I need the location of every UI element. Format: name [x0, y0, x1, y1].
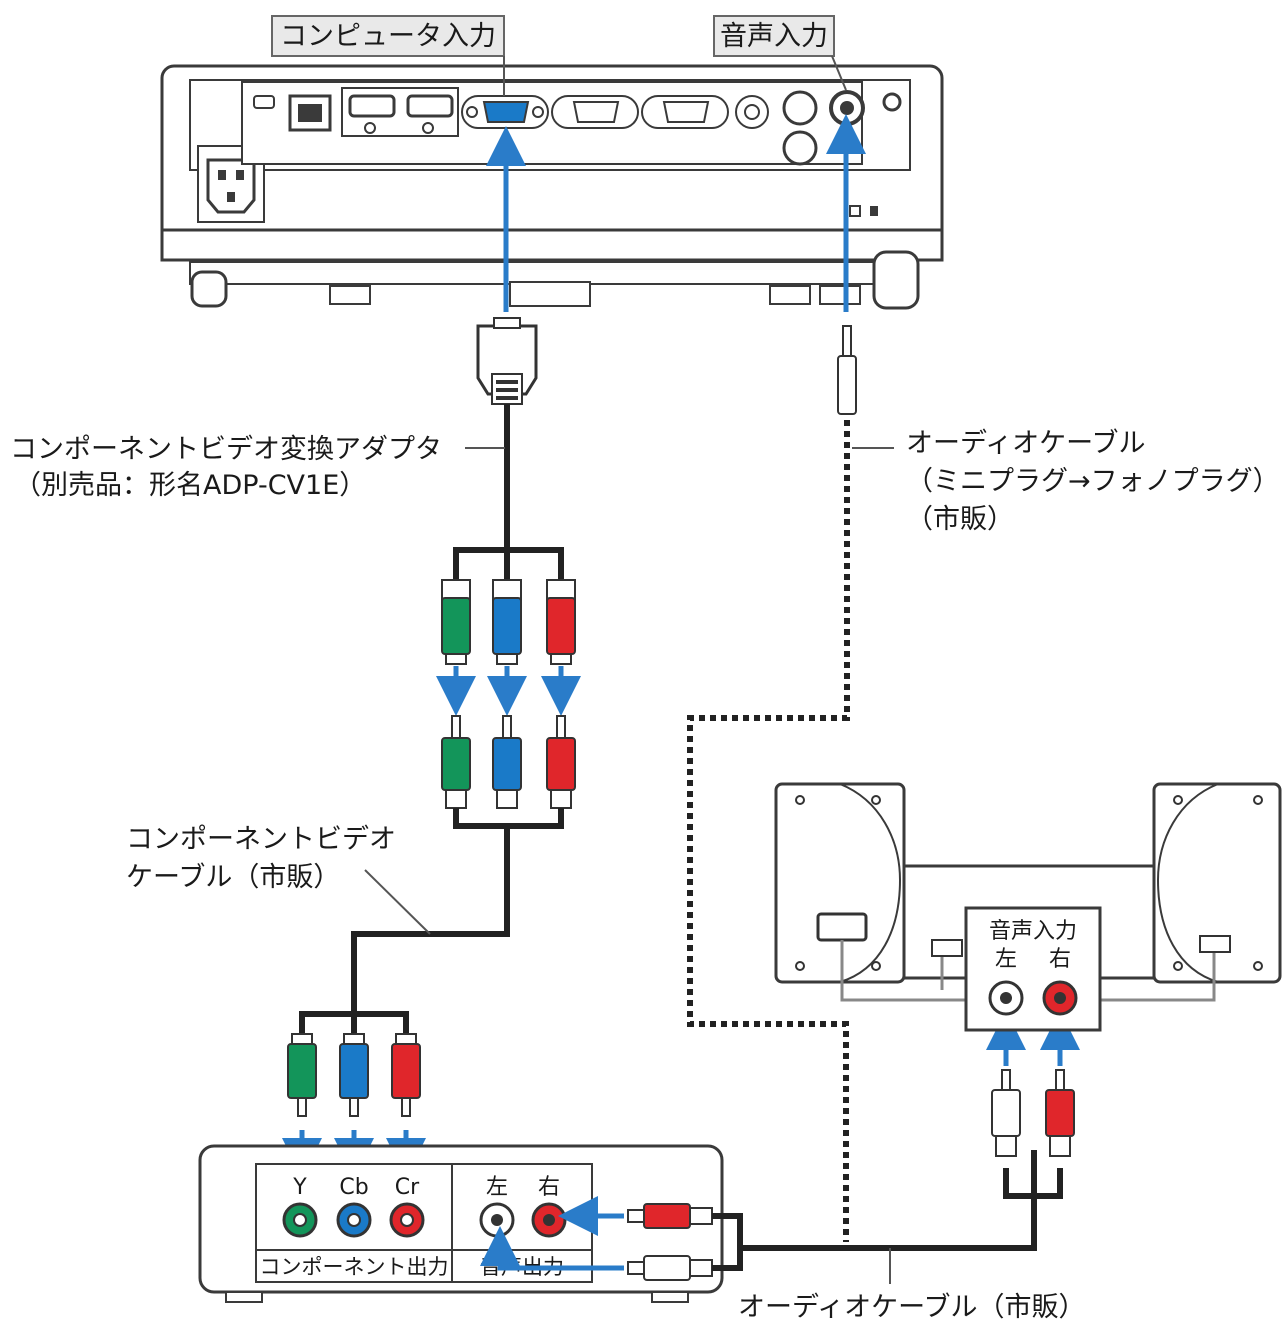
- adapter-label-line2: （別売品：形名ADP-CV1E）: [14, 470, 366, 501]
- y-label: Y: [292, 1175, 307, 1200]
- bottom-audio-cable: [712, 1150, 1037, 1251]
- cr-jack: [389, 1202, 425, 1238]
- bottom-audio-plugs: [627, 1203, 713, 1281]
- mini-plug: [837, 325, 857, 415]
- audio-cable-top-line2: （ミニプラグ→フォノプラグ）: [906, 466, 1280, 497]
- speaker-left-label: 左: [995, 947, 1017, 972]
- audio-cable-top-line3: （市販）: [906, 504, 1014, 535]
- computer-in-text: コンピュータ入力: [280, 21, 496, 52]
- audio-in-text: 音声入力: [720, 21, 828, 52]
- audio-left-label: 左: [486, 1175, 508, 1200]
- computer-in-label: コンピュータ入力: [271, 15, 505, 57]
- audio-out-left-jack: [479, 1202, 515, 1238]
- source-device: Y Cb Cr 左 右 コンポーネント出力 音声出力: [198, 1144, 724, 1303]
- audio-cable-top-line1: オーディオケーブル: [906, 428, 1146, 459]
- speaker-audio-in-title: 音声入力: [989, 919, 1077, 944]
- dotted-audio-cable: [687, 420, 850, 1242]
- vga-adapter: [476, 317, 538, 405]
- projector: [160, 64, 944, 310]
- cb-jack: [336, 1202, 372, 1238]
- adapter-label-line1: コンポーネントビデオ変換アダプタ: [10, 434, 442, 465]
- speaker-input-panel: 音声入力 左 右: [964, 906, 1102, 1032]
- component-cable-line2: ケーブル（市販）: [126, 862, 340, 893]
- speakers: [774, 782, 1282, 1002]
- component-cable-top-plugs: [441, 715, 576, 809]
- y-jack: [282, 1202, 318, 1238]
- cr-label: Cr: [395, 1175, 420, 1200]
- hdmi1-port: [348, 94, 396, 118]
- adapter-cable: [453, 404, 564, 580]
- component-out-label: コンポーネント出力: [260, 1255, 449, 1279]
- cb-label: Cb: [339, 1175, 368, 1200]
- audio-in-port: [829, 90, 865, 126]
- component-cable: [299, 808, 564, 1036]
- component-cable-line1: コンポーネントビデオ: [126, 824, 396, 855]
- adapter-plugs: [441, 579, 576, 665]
- vga-port-2: [551, 95, 639, 129]
- speaker-plugs: [991, 1069, 1075, 1157]
- speaker-right-jack: [1042, 980, 1078, 1016]
- hdmi2-port: [406, 94, 454, 118]
- audio-right-label: 右: [538, 1175, 560, 1200]
- speaker-right-label: 右: [1049, 947, 1071, 972]
- component-cable-bottom-plugs: [287, 1033, 421, 1117]
- audio-in-label: 音声入力: [713, 15, 835, 57]
- speaker-left-jack: [988, 980, 1024, 1016]
- computer-in-port: [461, 95, 549, 129]
- usb-port: [253, 95, 275, 109]
- rs232-port: [641, 95, 729, 129]
- audio-cable-bottom-label: オーディオケーブル（市販）: [738, 1292, 1086, 1323]
- audio-out-right-jack: [531, 1202, 567, 1238]
